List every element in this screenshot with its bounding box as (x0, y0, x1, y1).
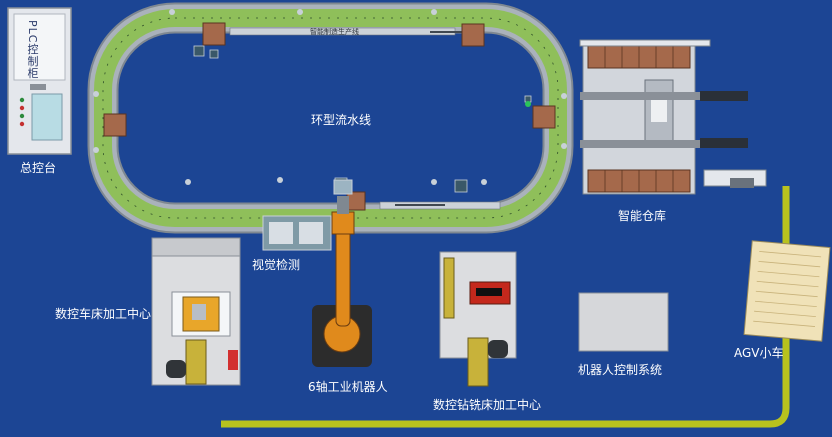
warehouse-label: 智能仓库 (618, 209, 667, 223)
vision-label: 视觉检测 (252, 258, 301, 272)
vision-inspection (262, 215, 332, 251)
transfer-stations (103, 22, 556, 211)
robot-control-cabinet (578, 292, 669, 352)
agv-vehicle (743, 240, 831, 342)
console-label: 总控台 (20, 161, 57, 175)
agv-label: AGV小车 (734, 346, 784, 360)
conveyor-label: 环型流水线 (311, 113, 372, 127)
lathe-label: 数控车床加工中心 (55, 307, 152, 321)
console-brand-text: PLC控制柜 (26, 20, 39, 80)
agv-path (221, 186, 790, 428)
side-sensors (93, 9, 567, 185)
smart-warehouse (579, 39, 767, 195)
control-console (7, 7, 72, 155)
industrial-robot (312, 179, 372, 367)
robot-label: 6轴工业机器人 (308, 380, 388, 394)
robot-control-label: 机器人控制系统 (578, 363, 663, 377)
mill-label: 数控钻铣床加工中心 (433, 398, 542, 412)
cnc-lathe (151, 237, 241, 386)
cnc-mill (439, 251, 517, 387)
belt-text: 智能制造生产线 (310, 28, 359, 36)
